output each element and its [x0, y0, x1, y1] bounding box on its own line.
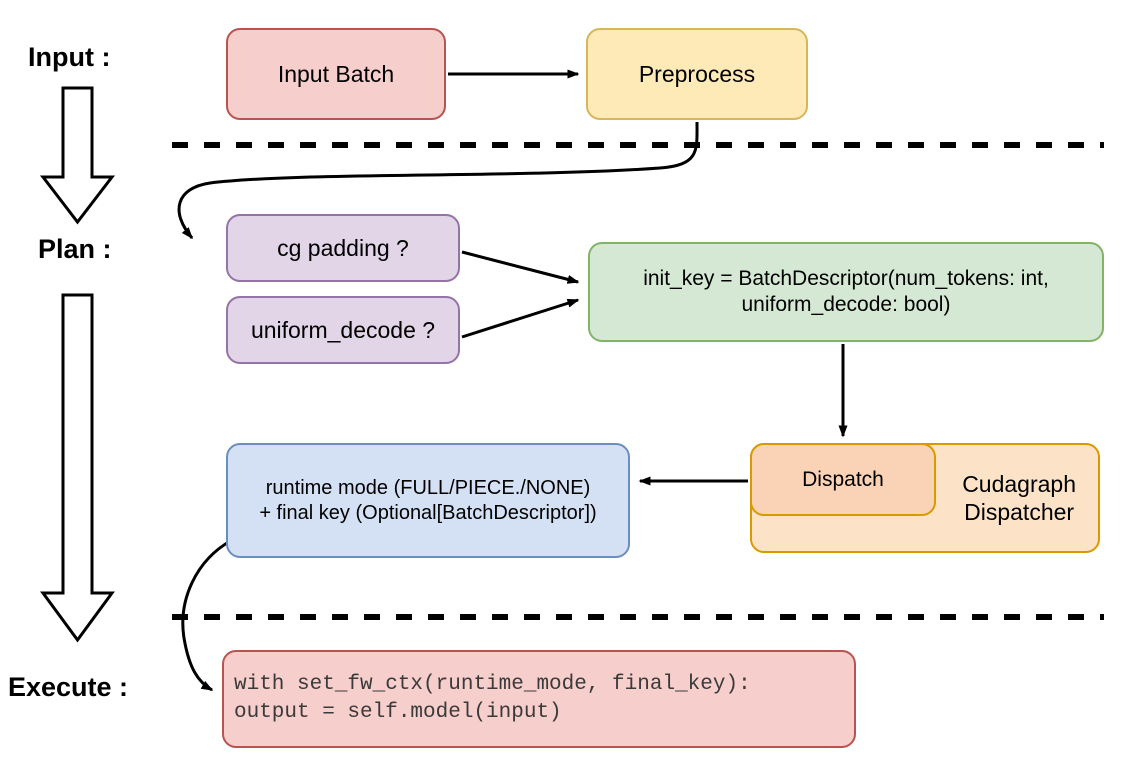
stage-label-execute: Execute :	[8, 672, 129, 702]
node-input-batch[interactable]: Input Batch	[226, 28, 446, 120]
node-runtime-mode[interactable]: runtime mode (FULL/PIECE./NONE) + final …	[226, 443, 630, 558]
node-cudagraph-dispatcher-label: Cudagraph Dispatcher	[962, 470, 1076, 525]
stage-label-input: Input :	[28, 42, 111, 72]
stage-arrow-input-to-plan	[39, 86, 116, 225]
node-init-key-label: init_key = BatchDescriptor(num_tokens: i…	[643, 267, 1049, 316]
node-exec-code-label: with set_fw_ctx(runtime_mode, final_key)…	[234, 673, 751, 724]
node-preprocess[interactable]: Preprocess	[586, 28, 808, 120]
node-uniform-decode-label: uniform_decode ?	[250, 316, 436, 343]
stage-arrow-plan-to-execute	[40, 293, 115, 643]
node-dispatch-label: Dispatch	[802, 467, 884, 491]
edge-cg-padding-to-init-key	[461, 250, 580, 284]
node-preprocess-label: Preprocess	[638, 60, 756, 87]
node-uniform-decode[interactable]: uniform_decode ?	[226, 296, 460, 364]
node-exec-code[interactable]: with set_fw_ctx(runtime_mode, final_key)…	[222, 650, 856, 748]
stage-label-plan: Plan :	[38, 234, 112, 264]
node-dispatch[interactable]: Dispatch	[750, 443, 936, 516]
edge-uniform-decode-to-init-key	[461, 298, 580, 339]
node-input-batch-label: Input Batch	[277, 60, 395, 87]
node-cg-padding-label: cg padding ?	[277, 234, 409, 261]
node-init-key[interactable]: init_key = BatchDescriptor(num_tokens: i…	[588, 242, 1104, 342]
node-cg-padding[interactable]: cg padding ?	[226, 214, 460, 282]
node-runtime-mode-label: runtime mode (FULL/PIECE./NONE) + final …	[259, 477, 597, 524]
